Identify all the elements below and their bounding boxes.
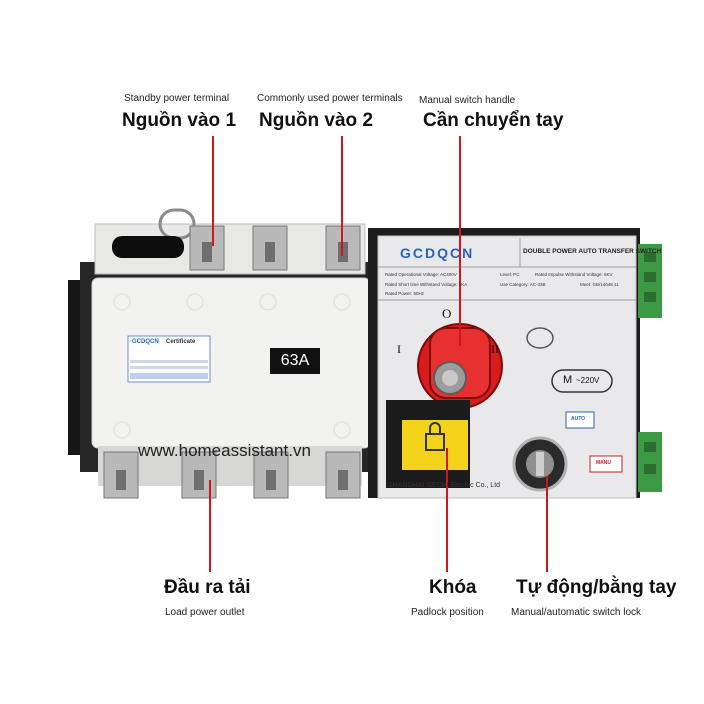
pointer-line-padlock bbox=[446, 448, 448, 572]
certificate-brand: GCDQCN bbox=[132, 339, 159, 345]
spec-standard: Meet: GB/14048.11 bbox=[580, 282, 619, 287]
manu-indicator bbox=[589, 455, 623, 473]
spec-level: Level: PC bbox=[500, 272, 520, 277]
ccc-mark bbox=[526, 327, 554, 349]
padlock-cover bbox=[402, 420, 468, 470]
product-title: DOUBLE POWER AUTO TRANSFER SWITCH bbox=[523, 248, 662, 255]
website-watermark: www.homeassistant.vn bbox=[138, 441, 311, 460]
position-ii-label: II bbox=[491, 342, 499, 356]
bottom-terminal-housing bbox=[98, 446, 362, 486]
handle-caption: Manual switch handle bbox=[419, 95, 516, 106]
pointer-line-handle bbox=[459, 136, 461, 346]
spec-category: Use Category: AC-33B bbox=[500, 282, 546, 287]
padlock-label: Khóa bbox=[429, 577, 477, 598]
maker-name: SHANGHAI GECHI Electric Co., Ltd bbox=[388, 482, 501, 489]
lock-caption: Manual/automatic switch lock bbox=[511, 607, 642, 618]
rating-badge bbox=[270, 348, 320, 374]
auto-label: AUTO bbox=[571, 416, 586, 422]
motor-voltage: ~220V bbox=[576, 376, 600, 385]
brand-logo: GCDQCN bbox=[400, 245, 475, 261]
input-terminal-mid bbox=[252, 225, 288, 271]
pointer-line-lock bbox=[546, 476, 548, 572]
common-terminal-label: Nguồn vào 2 bbox=[259, 110, 374, 131]
key-tag bbox=[112, 236, 184, 258]
manu-label: MANU bbox=[596, 460, 611, 466]
spec-impulse: Rated Impulse Withstand Voltage: 6KV bbox=[535, 272, 613, 277]
outlet-caption: Load power outlet bbox=[165, 607, 245, 618]
position-i-label: I bbox=[397, 342, 401, 356]
outlet-label: Đầu ra tải bbox=[164, 577, 251, 598]
motor-badge bbox=[551, 369, 613, 393]
rating-label: 63A bbox=[280, 352, 310, 369]
pointer-line-input-2 bbox=[341, 136, 343, 256]
padlock-icon bbox=[425, 433, 445, 451]
motor-symbol: M bbox=[563, 374, 573, 386]
spec-voltage: Rated Operational Voltage: AC400V bbox=[385, 272, 457, 277]
spec-frequency: Rated Power: 50Hz bbox=[385, 291, 425, 296]
padlock-caption: Padlock position bbox=[411, 607, 484, 618]
certificate-title: Certificate bbox=[166, 339, 196, 345]
common-terminal-caption: Commonly used power terminals bbox=[257, 93, 403, 104]
position-o-label: O bbox=[442, 306, 452, 321]
spec-short: Rated Short time Withstand Voltage: 5KA bbox=[385, 282, 468, 287]
handle-label: Cần chuyển tay bbox=[423, 110, 564, 131]
standby-terminal-caption: Standby power terminal bbox=[124, 93, 230, 104]
pointer-line-outlet bbox=[209, 480, 211, 572]
standby-terminal-label: Nguồn vào 1 bbox=[122, 110, 237, 131]
pointer-line-input-1 bbox=[212, 136, 214, 246]
lock-label: Tự động/bằng tay bbox=[516, 577, 677, 598]
control-terminal-bottom bbox=[638, 432, 662, 492]
auto-indicator bbox=[565, 411, 595, 429]
